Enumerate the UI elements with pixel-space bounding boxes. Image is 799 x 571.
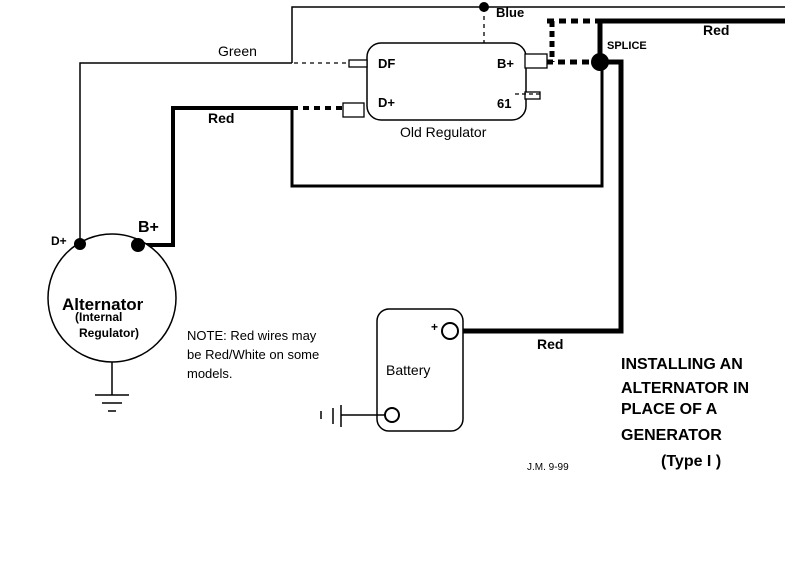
title-line-5: (Type I ) (661, 453, 721, 470)
note-line-1: NOTE: Red wires may (187, 328, 317, 343)
alternator-sub-label-1: (Internal (75, 310, 122, 324)
green-wire (79, 62, 348, 240)
battery-negative-terminal (384, 407, 400, 423)
title-line-3: PLACE OF A (621, 401, 718, 418)
alternator-d-plus-terminal (74, 238, 86, 250)
splice-dot (591, 53, 609, 71)
note-line-3: models. (187, 366, 233, 381)
red-battery-wire-label: Red (537, 336, 563, 352)
alternator-sub-label-2: Regulator) (79, 326, 139, 340)
title-line-1: INSTALLING AN (621, 356, 743, 373)
terminal-61 (524, 91, 541, 100)
battery-ground-icon (320, 405, 385, 427)
title-line-4: GENERATOR (621, 427, 722, 444)
regulator-d-plus-terminal (342, 102, 365, 118)
battery: + Battery (320, 308, 464, 432)
splice-label: SPLICE (607, 40, 647, 52)
old-regulator: DF D+ B+ 61 Old Regulator (342, 42, 548, 140)
regulator-d-plus-label: D+ (378, 95, 395, 110)
df-terminal (348, 59, 368, 68)
alternator-b-plus-terminal (131, 238, 145, 252)
title-line-2: ALTERNATOR IN (621, 380, 749, 397)
blue-junction-dot (479, 2, 489, 12)
red-wire-top (460, 18, 785, 334)
regulator-b-plus-terminal (524, 53, 548, 69)
alternator-b-plus-label: B+ (138, 219, 159, 236)
alternator-ground-icon (95, 362, 129, 412)
note-line-2: be Red/White on some (187, 347, 319, 362)
blue-wire-label: Blue (496, 5, 524, 20)
red-top-wire-label: Red (703, 22, 729, 38)
red-alternator-wire-label: Red (208, 110, 234, 126)
green-wire-label: Green (218, 43, 257, 59)
red-wire-alternator (138, 62, 604, 247)
alternator-label: Alternator (62, 295, 144, 314)
blue-wire (291, 2, 785, 94)
alternator-d-plus-label: D+ (51, 234, 67, 248)
df-label: DF (378, 56, 395, 71)
author-date-label: J.M. 9-99 (527, 462, 569, 473)
regulator-b-plus-label: B+ (497, 56, 514, 71)
battery-positive-terminal (441, 322, 459, 340)
terminal-61-label: 61 (497, 96, 511, 111)
old-regulator-label: Old Regulator (400, 124, 487, 140)
battery-label: Battery (386, 362, 430, 378)
alternator: D+ B+ Alternator (Internal Regulator) (47, 219, 177, 412)
battery-plus-label: + (431, 320, 438, 334)
